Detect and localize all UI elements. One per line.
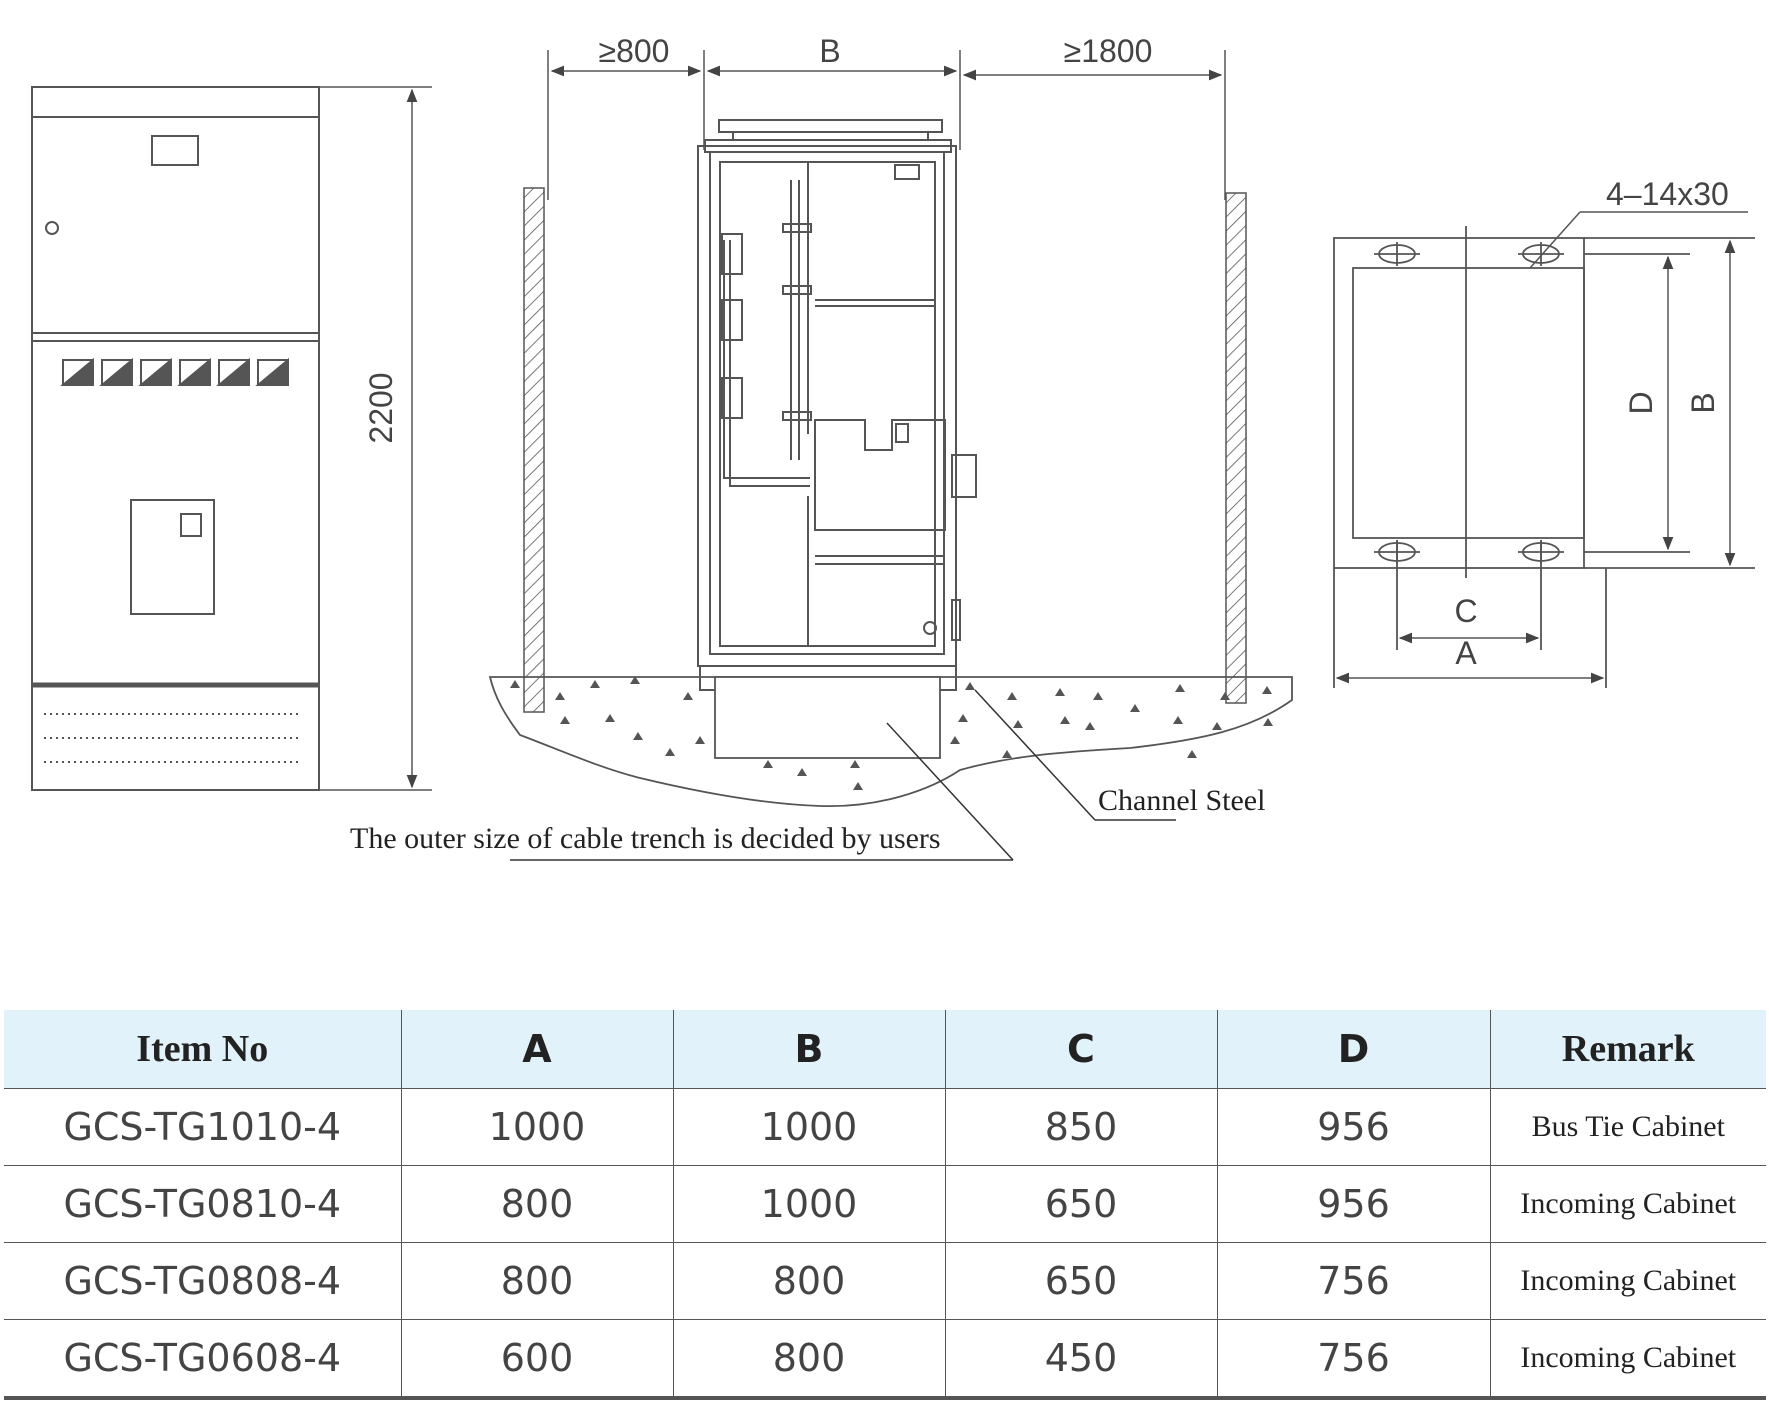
annotation-leaders (510, 689, 1176, 861)
right-wall (1225, 192, 1247, 704)
header-remark: Remark (1489, 1010, 1766, 1089)
header-c: C (944, 1010, 1217, 1089)
mounting-slots (1374, 242, 1564, 564)
cell-a: 800 (400, 1242, 673, 1320)
cell-remark: Incoming Cabinet (1489, 1319, 1766, 1398)
cell-a: 1000 (400, 1088, 673, 1166)
switch-indicators (60, 357, 289, 386)
cell-item-no: GCS-TG0608-4 (4, 1319, 401, 1398)
dimension-table: Item No A B C D Remark GCS-TG1010-4 1000… (4, 1010, 1766, 1400)
cell-c: 450 (944, 1319, 1217, 1398)
ground-outline (488, 676, 1293, 808)
header-item-no: Item No (4, 1010, 401, 1089)
plan-dimensions (1335, 211, 1748, 684)
left-wall (523, 187, 545, 713)
cell-c: 650 (944, 1165, 1217, 1243)
table-row: GCS-TG0810-4 800 1000 650 956 Incoming C… (4, 1165, 1766, 1243)
meter-panel (130, 499, 215, 615)
front-clearance-label: ≥800 (599, 33, 670, 69)
plan-d-label: D (1623, 391, 1659, 414)
table-row: GCS-TG0808-4 800 800 650 756 Incoming Ca… (4, 1242, 1766, 1320)
cell-remark: Incoming Cabinet (1489, 1242, 1766, 1320)
cell-b: 1000 (672, 1165, 945, 1243)
cell-item-no: GCS-TG1010-4 (4, 1088, 401, 1166)
cell-c: 850 (944, 1088, 1217, 1166)
cell-d: 956 (1216, 1165, 1490, 1243)
rear-clearance-label: ≥1800 (1064, 33, 1153, 69)
technical-drawing: 2200 ≥800 B ≥1800 (31, 33, 1755, 861)
cell-remark: Incoming Cabinet (1489, 1165, 1766, 1243)
cell-item-no: GCS-TG0808-4 (4, 1242, 401, 1320)
cell-item-no: GCS-TG0810-4 (4, 1165, 401, 1243)
clearance-dimensions (547, 50, 1226, 200)
plan-a-label: A (1455, 635, 1477, 671)
header-b: B (672, 1010, 945, 1089)
cell-c: 650 (944, 1242, 1217, 1320)
plan-b-label: B (1685, 392, 1721, 413)
header-d: D (1216, 1010, 1490, 1089)
slot-spec-label: 4–14x30 (1606, 176, 1729, 212)
depth-b-label: B (819, 33, 840, 69)
cell-a: 800 (400, 1165, 673, 1243)
cable-trench-label: The outer size of cable trench is decide… (350, 822, 941, 855)
cell-b: 1000 (672, 1088, 945, 1166)
cell-d: 956 (1216, 1088, 1490, 1166)
cell-a: 600 (400, 1319, 673, 1398)
table-row: GCS-TG0608-4 600 800 450 756 Incoming Ca… (4, 1319, 1766, 1398)
plan-view-base (1333, 226, 1755, 688)
cell-b: 800 (672, 1319, 945, 1398)
cell-d: 756 (1216, 1242, 1490, 1320)
ventilation-grille (44, 713, 302, 763)
cable-trench (714, 676, 941, 759)
cell-d: 756 (1216, 1319, 1490, 1398)
plan-c-label: C (1454, 593, 1477, 629)
header-a: A (400, 1010, 673, 1089)
concrete-dots (510, 676, 1273, 790)
cell-remark: Bus Tie Cabinet (1489, 1088, 1766, 1166)
channel-steel-label: Channel Steel (1098, 784, 1265, 817)
cell-b: 800 (672, 1242, 945, 1320)
side-view-cabinet (697, 119, 977, 691)
height-dimension (319, 86, 432, 791)
table-row: GCS-TG1010-4 1000 1000 850 956 Bus Tie C… (4, 1088, 1766, 1166)
table-header-row: Item No A B C D Remark (4, 1010, 1766, 1089)
front-view-cabinet (31, 86, 320, 791)
front-window (151, 135, 199, 166)
height-label: 2200 (363, 372, 399, 443)
door-lock-icon (45, 221, 59, 235)
